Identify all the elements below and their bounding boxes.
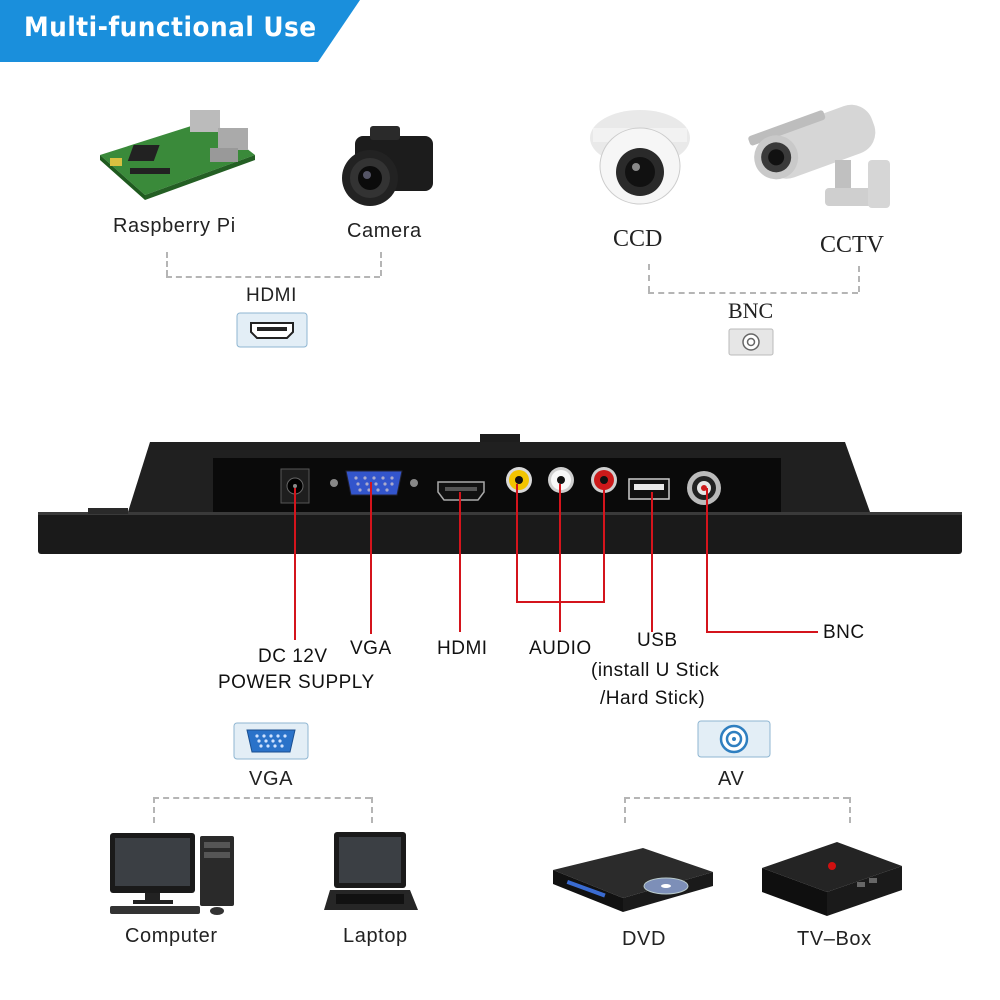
usb-port <box>628 478 670 500</box>
ccd-label: CCD <box>613 226 663 252</box>
hdmi-port-label: HDMI <box>437 638 488 659</box>
usb-port-label-line1: USB <box>637 630 678 651</box>
dslr-camera-icon <box>342 126 433 206</box>
vga-port <box>330 470 418 496</box>
bnc-port <box>687 471 721 505</box>
hdmi-connector-label: HDMI <box>246 285 297 306</box>
dvd-label: DVD <box>622 928 667 950</box>
camera-label: Camera <box>347 220 422 242</box>
audio-red-jack <box>591 467 617 493</box>
vga-port-label: VGA <box>350 638 392 659</box>
bnc-connector-label: BNC <box>728 298 774 323</box>
title-banner <box>0 0 360 62</box>
tv-box-icon <box>762 842 902 916</box>
hdmi-port <box>437 481 485 501</box>
vga-port-icon <box>233 722 309 760</box>
banner-title: Multi-functional Use <box>24 12 317 43</box>
raspberry-pi-board-icon <box>100 110 255 200</box>
cctv-label: CCTV <box>820 232 885 258</box>
tv-box-label: TV–Box <box>797 928 872 950</box>
dc-port-label-line1: DC 12V <box>258 646 328 667</box>
av-yellow-jack <box>506 467 532 493</box>
dome-camera-icon <box>590 110 690 205</box>
raspberry-pi-label: Raspberry Pi <box>113 215 236 237</box>
hdmi-port-icon <box>236 312 308 348</box>
computer-label: Computer <box>125 925 218 947</box>
dvd-player-icon <box>553 848 713 912</box>
dc-port-label-line2: POWER SUPPLY <box>218 672 375 693</box>
monitor-rear-panel <box>38 434 962 554</box>
audio-white-jack <box>548 467 574 493</box>
bullet-camera-icon <box>748 104 890 208</box>
laptop-icon <box>324 832 418 910</box>
av-connector-label: AV <box>718 768 745 790</box>
bnc-port-label: BNC <box>823 622 865 643</box>
vga-connector-label: VGA <box>249 768 294 790</box>
av-port-icon <box>697 720 771 758</box>
usb-port-label-line3: /Hard Stick) <box>600 688 706 709</box>
bnc-port-icon <box>728 328 774 356</box>
audio-port-label: AUDIO <box>529 638 592 659</box>
usb-port-label-line2: (install U Stick <box>591 660 720 681</box>
laptop-label: Laptop <box>343 925 408 947</box>
desktop-computer-icon <box>110 833 234 915</box>
